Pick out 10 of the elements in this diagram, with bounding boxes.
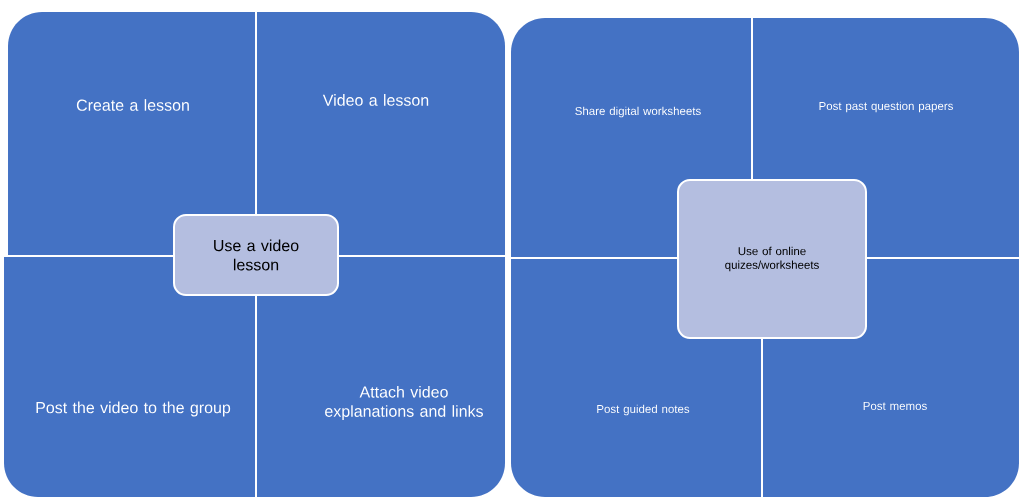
node-label: Post past question papers bbox=[819, 101, 953, 113]
node-label: Post guided notes bbox=[597, 404, 690, 416]
node-label: Video a lesson bbox=[322, 94, 429, 106]
center-box: Use of online quizes/worksheets bbox=[677, 179, 867, 339]
node-label: Attach video explanations and links bbox=[325, 385, 483, 421]
node-label: Share digital worksheets bbox=[575, 106, 701, 118]
center-box: Use a video lesson bbox=[173, 214, 339, 296]
node-label: Post the video to the group bbox=[36, 401, 231, 417]
node-label: Post memos bbox=[863, 401, 927, 410]
node-label: Create a lesson bbox=[76, 99, 189, 111]
